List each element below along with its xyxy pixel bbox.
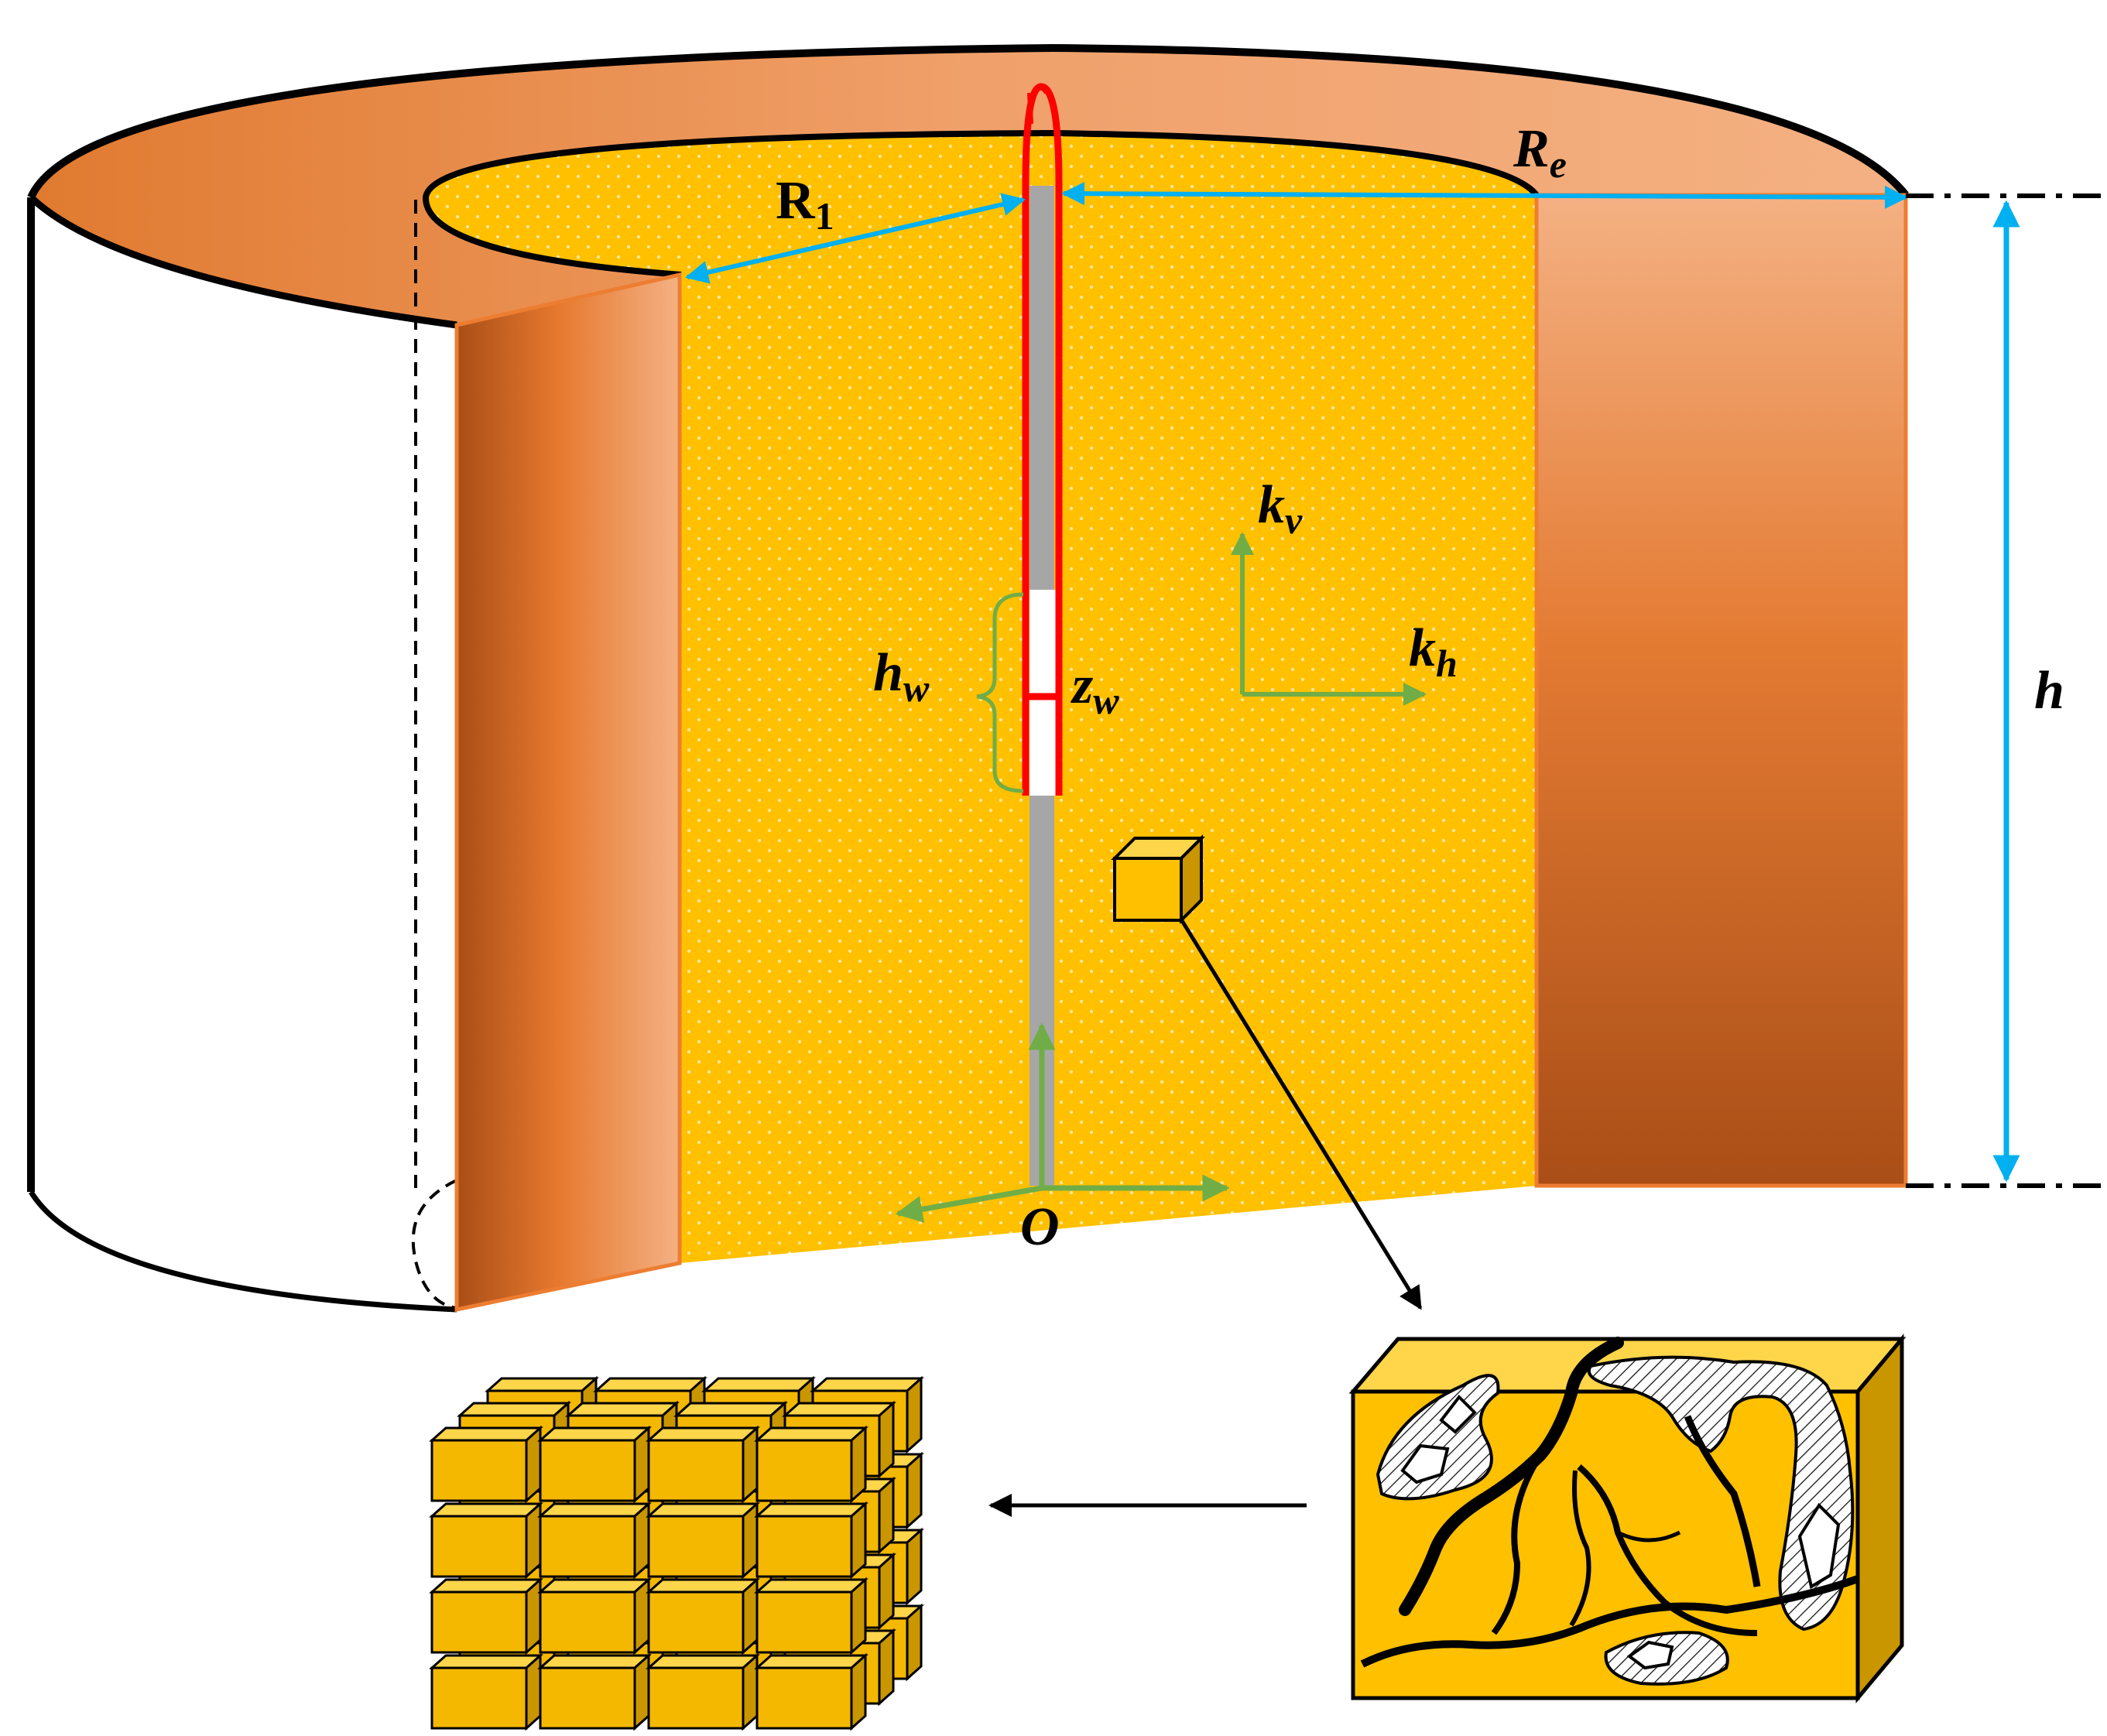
hw-brace (976, 592, 1024, 793)
lattice-cube (755, 1578, 867, 1654)
dimension-r1 (685, 193, 1026, 284)
label-r1: R1 (776, 171, 834, 238)
outer-cylinder (27, 197, 457, 1313)
label-re: Re (1513, 119, 1567, 186)
label-kh: kh (1409, 618, 1458, 685)
lattice-cube (539, 1654, 650, 1730)
lattice-cube (539, 1426, 650, 1502)
cube-icon (1111, 834, 1205, 924)
permeability-axes (1231, 532, 1427, 706)
label-zw: zw (1071, 656, 1119, 722)
lattice-cube (647, 1502, 759, 1578)
lattice-cube (430, 1426, 542, 1502)
lattice-cube (430, 1502, 542, 1578)
label-origin: O (1020, 1197, 1060, 1257)
lattice-cube (647, 1578, 759, 1654)
lattice-cube (539, 1502, 650, 1578)
wellbore (1022, 83, 1063, 1186)
lattice-cube (755, 1502, 867, 1578)
fractured-vuggy-block-icon (1348, 1334, 1907, 1703)
lattice-cube (539, 1578, 650, 1654)
label-kv: kv (1258, 475, 1303, 542)
label-h: h (2034, 661, 2064, 721)
dimension-h (1906, 193, 2107, 1188)
lattice-cube (755, 1426, 867, 1502)
origin-axes (895, 1022, 1230, 1223)
lattice-cube (647, 1654, 759, 1730)
label-hw: hw (873, 643, 930, 710)
cube-lattice-icon (430, 1377, 923, 1730)
left-boundary-wall (454, 272, 682, 1313)
zoom-arrow (1179, 918, 1423, 1310)
lattice-cube (647, 1426, 759, 1502)
lattice-cube (430, 1578, 542, 1654)
lattice-cube (755, 1654, 867, 1730)
hidden-edges (411, 200, 457, 1310)
dimension-re (1061, 182, 1908, 209)
outer-boundary-wall (1534, 193, 1908, 1188)
lattice-cube (430, 1654, 542, 1730)
